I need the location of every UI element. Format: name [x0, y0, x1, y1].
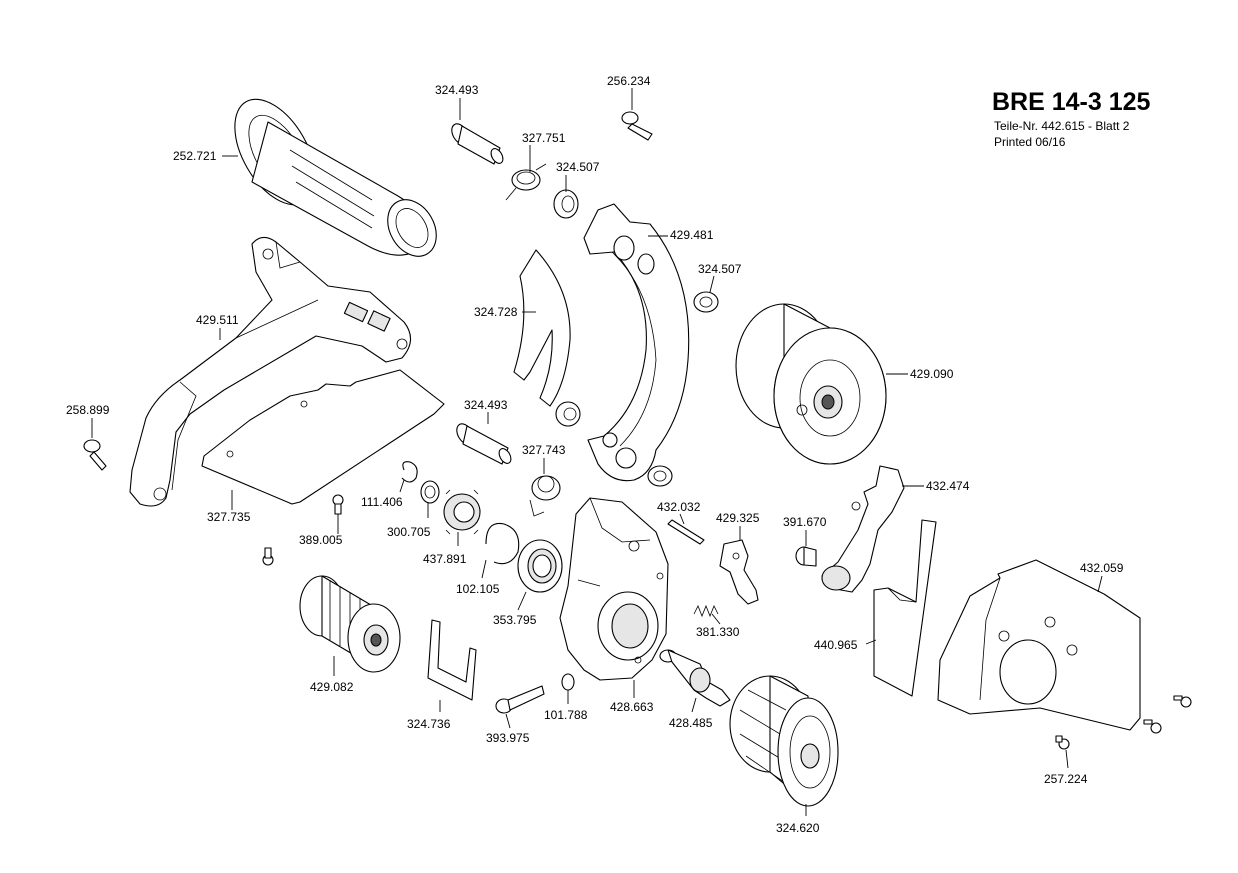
- label-300705: 300.705: [387, 525, 431, 539]
- bearing-353795-part: [517, 539, 563, 593]
- label-324493-upper: 324.493: [435, 83, 479, 97]
- retaining-ring-102105-part: [485, 522, 520, 565]
- drive-wheel-324620-part: [729, 675, 839, 807]
- screw-258899-part: [83, 439, 107, 471]
- lever-429325-part: [719, 539, 759, 605]
- label-428663: 428.663: [610, 700, 654, 714]
- screw-right-2: [1143, 719, 1162, 734]
- label-324507-right: 324.507: [698, 262, 742, 276]
- arc-bracket-part: [583, 203, 690, 482]
- handle-bracket-part: [129, 236, 412, 507]
- label-428485: 428.485: [669, 716, 713, 730]
- mounting-plate-432059-part: [937, 559, 1141, 731]
- label-324736: 324.736: [407, 717, 451, 731]
- circlip-111406-part: [401, 461, 418, 483]
- label-324493-lower: 324.493: [464, 398, 508, 412]
- label-353795: 353.795: [493, 613, 537, 627]
- label-429511: 429.511: [196, 313, 239, 327]
- label-102105: 102.105: [456, 582, 500, 596]
- label-327735: 327.735: [207, 510, 251, 524]
- label-393975: 393.975: [486, 731, 530, 745]
- gear-housing-part: [559, 497, 669, 681]
- spring-327751-part: [505, 163, 547, 201]
- label-324507-upper: 324.507: [556, 160, 600, 174]
- spring-381330-part: [693, 604, 719, 618]
- handle-grip-part: [234, 98, 437, 257]
- part-labels: 252.721 324.493 256.234 327.751 324.507 …: [66, 74, 1124, 835]
- label-252721: 252.721: [173, 149, 217, 163]
- leader-lines: [91, 88, 1103, 816]
- bushing-324507-upper: [553, 189, 579, 219]
- pulley-wheel-part: [735, 303, 887, 465]
- label-324620: 324.620: [776, 821, 820, 835]
- pin-324493-lower: [456, 423, 512, 465]
- label-429325: 429.325: [716, 511, 760, 525]
- label-440965: 440.965: [814, 638, 858, 652]
- gear-437891-part: [443, 489, 481, 535]
- screw-257224-part: [1055, 735, 1070, 750]
- bushing-mid: [555, 401, 581, 427]
- label-256234: 256.234: [607, 74, 651, 88]
- model-title: BRE 14-3 125: [992, 88, 1151, 116]
- bent-plate-440965-part: [873, 519, 937, 697]
- label-432059: 432.059: [1080, 561, 1124, 575]
- curved-spring-plate-part: [513, 249, 571, 407]
- label-429481: 429.481: [670, 228, 714, 242]
- label-437891: 437.891: [423, 552, 467, 566]
- label-432032: 432.032: [657, 500, 701, 514]
- label-101788: 101.788: [544, 708, 588, 722]
- label-432474: 432.474: [926, 479, 970, 493]
- label-429082: 429.082: [310, 680, 354, 694]
- label-324728: 324.728: [474, 305, 518, 319]
- plate-324736-part: [427, 619, 477, 701]
- screw-256234-part: [621, 111, 653, 141]
- pin-324493-upper: [451, 123, 504, 165]
- screw-393975-part: [495, 685, 545, 714]
- cover-plate-part: [201, 369, 445, 505]
- part-number-line: Teile-Nr. 442.615 - Blatt 2: [994, 119, 1130, 133]
- printed-date: Printed 06/16: [994, 135, 1066, 149]
- label-381330: 381.330: [696, 625, 740, 639]
- washer-lower: [647, 465, 673, 487]
- spring-327743-part: [529, 475, 561, 517]
- label-391670: 391.670: [783, 515, 827, 529]
- label-389005: 389.005: [299, 533, 343, 547]
- label-327751: 327.751: [522, 131, 566, 145]
- screw-389005-part: [262, 494, 344, 566]
- curved-lever-432474-part: [821, 465, 905, 593]
- roller-391670-part: [795, 546, 817, 567]
- label-429090: 429.090: [910, 367, 954, 381]
- washer-300705-part: [420, 480, 440, 504]
- screw-right-1: [1173, 695, 1192, 708]
- spool-429082-part: [299, 575, 401, 673]
- pin-432032-part: [667, 519, 705, 545]
- washer-324507-right: [693, 291, 719, 313]
- washer-101788-part: [561, 673, 575, 691]
- label-327743: 327.743: [522, 443, 566, 457]
- shaft-428485-part: [659, 649, 731, 707]
- label-111406: 111.406: [361, 495, 403, 509]
- label-257224: 257.224: [1044, 772, 1088, 786]
- label-258899: 258.899: [66, 403, 110, 417]
